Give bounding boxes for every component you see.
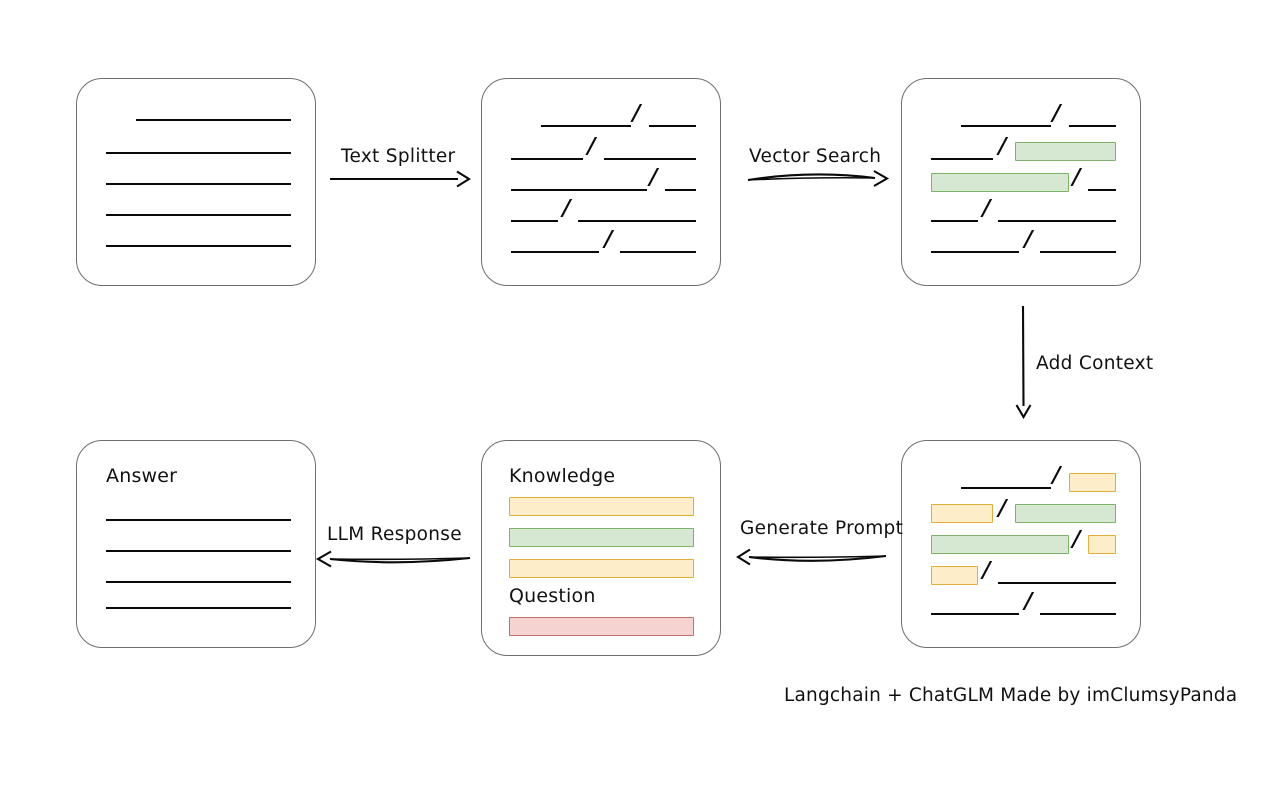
chunk-line [541, 125, 631, 127]
chunk-separator: / [1021, 589, 1035, 614]
chunk-separator: / [1049, 101, 1063, 126]
chunk-line [649, 125, 696, 127]
document-line [106, 214, 291, 216]
chunk-line [931, 251, 1019, 253]
chunk-separator: / [979, 196, 993, 221]
arrow-llm-response [315, 550, 471, 568]
node-split-document[interactable]: / / / / / [481, 78, 721, 286]
answer-line [106, 581, 291, 583]
node-prompt-box[interactable]: Knowledge Question [481, 440, 721, 656]
edge-label-vector-search: Vector Search [749, 146, 882, 167]
document-line [106, 152, 291, 154]
chunk-separator: / [979, 558, 993, 583]
question-label: Question [509, 585, 596, 607]
chunk-line [931, 220, 978, 222]
chunk-line [998, 582, 1116, 584]
chunk-separator: / [1021, 227, 1035, 252]
chunk-line [961, 125, 1051, 127]
answer-label: Answer [106, 465, 178, 487]
knowledge-bar-yellow[interactable] [509, 497, 694, 516]
chunk-line [511, 220, 558, 222]
chunk-separator: / [584, 134, 598, 159]
knowledge-bar-green[interactable] [509, 528, 694, 547]
edge-label-generate-prompt: Generate Prompt [740, 518, 904, 539]
chunk-line [578, 220, 696, 222]
node-answer-box[interactable]: Answer [76, 440, 316, 648]
highlight-chunk-green[interactable] [1015, 142, 1116, 161]
chunk-line [665, 189, 696, 191]
arrow-text-splitter [330, 170, 471, 188]
chunk-separator: / [995, 134, 1009, 159]
edge-label-llm-response: LLM Response [327, 524, 462, 545]
chunk-separator: / [559, 196, 573, 221]
chunk-line [511, 158, 583, 160]
chunk-line [931, 158, 993, 160]
chunk-separator: / [1049, 463, 1063, 488]
answer-line [106, 607, 291, 609]
chunk-separator: / [1069, 527, 1083, 552]
chunk-line [1040, 251, 1116, 253]
node-source-document[interactable] [76, 78, 316, 286]
question-bar-red[interactable] [509, 617, 694, 636]
answer-line [106, 550, 291, 552]
chunk-line [1040, 613, 1116, 615]
highlight-chunk-yellow[interactable] [1088, 535, 1116, 554]
chunk-separator: / [646, 165, 660, 190]
edge-label-text-splitter: Text Splitter [341, 146, 456, 167]
chunk-line [961, 487, 1051, 489]
chunk-line [511, 251, 599, 253]
attribution-note: Langchain + ChatGLM Made by imClumsyPand… [784, 685, 1238, 706]
highlight-chunk-yellow[interactable] [931, 504, 993, 523]
document-line [106, 245, 291, 247]
chunk-line [1088, 189, 1116, 191]
knowledge-bar-yellow[interactable] [509, 559, 694, 578]
edge-label-add-context: Add Context [1036, 353, 1154, 374]
arrow-add-context [1015, 305, 1032, 420]
arrow-generate-prompt [736, 548, 887, 566]
chunk-line [511, 189, 647, 191]
document-line [136, 119, 291, 121]
chunk-separator: / [601, 227, 615, 252]
chunk-line [620, 251, 696, 253]
document-line [106, 183, 291, 185]
highlight-chunk-green[interactable] [931, 535, 1069, 554]
chunk-separator: / [995, 496, 1009, 521]
chunk-line [931, 613, 1019, 615]
chunk-line [998, 220, 1116, 222]
node-context-document[interactable]: / / / / / [901, 440, 1141, 648]
chunk-line [604, 158, 696, 160]
chunk-line [1069, 125, 1116, 127]
highlight-chunk-yellow[interactable] [931, 566, 978, 585]
highlight-chunk-green[interactable] [1015, 504, 1116, 523]
node-vector-matched-document[interactable]: / / / / / [901, 78, 1141, 286]
highlight-chunk-green[interactable] [931, 173, 1069, 192]
arrow-vector-search [747, 170, 890, 187]
highlight-chunk-yellow[interactable] [1069, 473, 1116, 492]
chunk-separator: / [1069, 165, 1083, 190]
answer-line [106, 519, 291, 521]
knowledge-label: Knowledge [509, 465, 616, 487]
chunk-separator: / [629, 101, 643, 126]
